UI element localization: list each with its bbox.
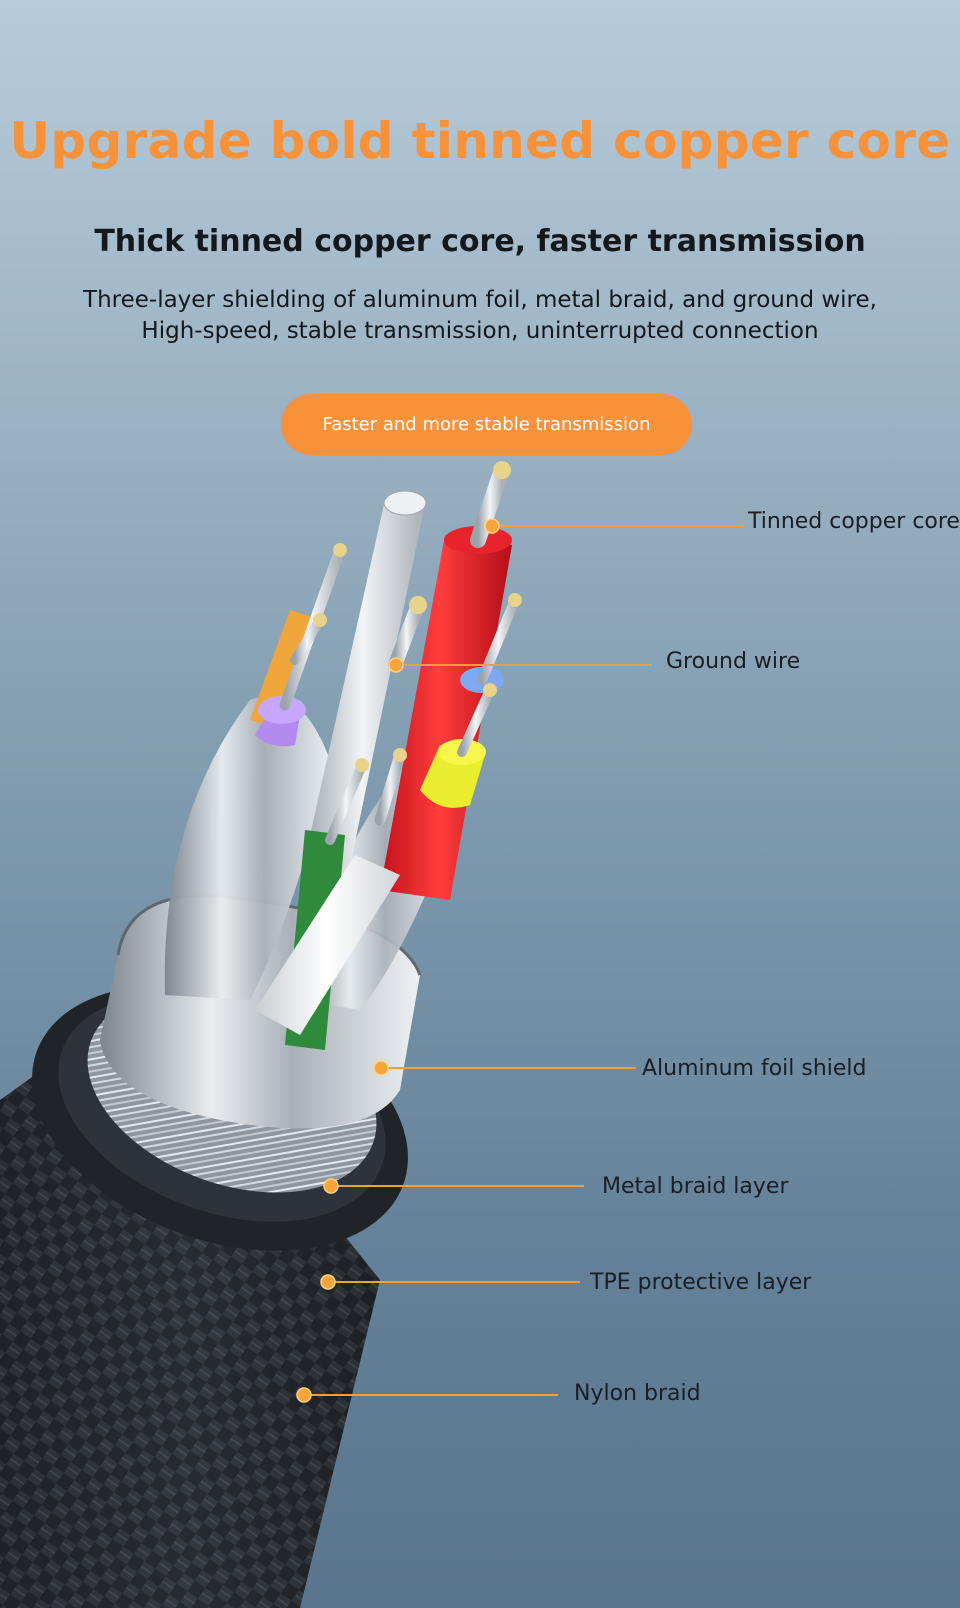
callout-dot-nylon	[296, 1387, 312, 1403]
tinned-strands	[279, 462, 520, 845]
callout-label-ground-wire: Ground wire	[666, 649, 801, 674]
description-line-1: Three-layer shielding of aluminum foil, …	[83, 287, 877, 313]
callout-dot-braid	[323, 1178, 339, 1194]
red-conductor	[380, 535, 512, 900]
white-conductor	[255, 855, 400, 1035]
callout-dot-foil	[373, 1060, 389, 1076]
callout-leaders	[304, 525, 743, 1396]
callout-label-nylon-braid: Nylon braid	[574, 1381, 701, 1406]
feature-description: Three-layer shielding of aluminum foil, …	[0, 285, 960, 347]
description-line-2: High-speed, stable transmission, uninter…	[141, 318, 819, 344]
callout-label-aluminum-foil-shield: Aluminum foil shield	[642, 1056, 867, 1081]
feature-badge: Faster and more stable transmission	[281, 394, 692, 455]
callout-label-tinned-copper-core: Tinned copper core	[748, 509, 960, 534]
callout-dot-ground-wire	[388, 657, 404, 673]
callout-label-metal-braid-layer: Metal braid layer	[602, 1174, 789, 1199]
callout-dot-tpe	[320, 1274, 336, 1290]
callout-label-tpe-protective-layer: TPE protective layer	[590, 1270, 812, 1295]
page-title: Upgrade bold tinned copper core	[9, 112, 951, 170]
callout-dot-copper-core	[484, 518, 500, 534]
page-subtitle: Thick tinned copper core, faster transmi…	[94, 224, 866, 259]
